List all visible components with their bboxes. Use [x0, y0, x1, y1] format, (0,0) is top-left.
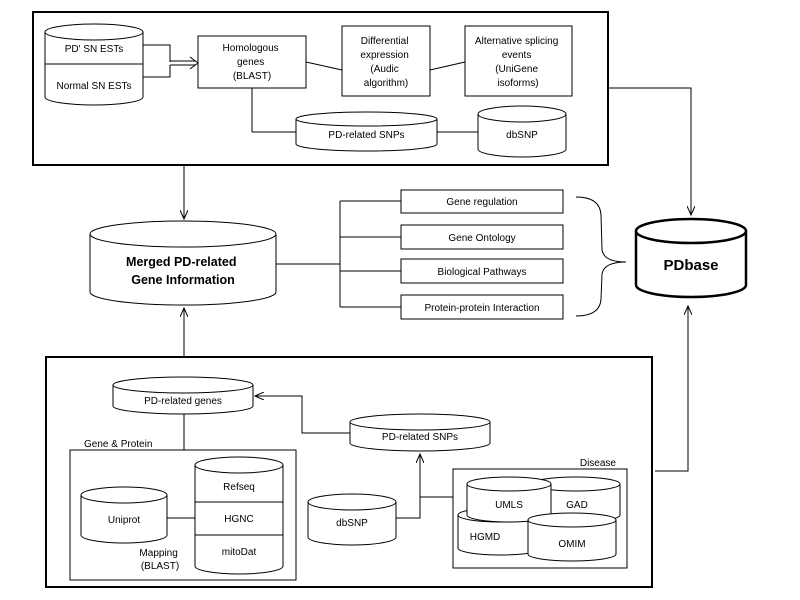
- differential-expression-label: Differential expression (Audic algorithm…: [360, 36, 411, 89]
- splicing-line-3: (UniGene: [495, 64, 538, 75]
- gene-ontology-box: [400, 224, 564, 250]
- differential-line-3: (Audic: [370, 64, 398, 75]
- splicing-line-1: Alternative splicing: [475, 36, 558, 47]
- disease-title: Disease: [580, 458, 617, 469]
- gene-regulation-label: Gene regulation: [446, 197, 517, 208]
- top-dbsnp-cylinder: [477, 105, 567, 158]
- top-pd-snps-cylinder: [295, 111, 438, 152]
- est-connectors: [143, 44, 199, 78]
- uniprot-cylinder: [80, 486, 168, 544]
- hgmd-label: HGMD: [470, 532, 501, 543]
- omim-cylinder: [527, 512, 617, 562]
- differential-expression-box: [341, 25, 431, 97]
- pd-sn-ests-label: PD' SN ESTs: [65, 44, 124, 55]
- alternative-splicing-box: [464, 25, 573, 97]
- bottom-panel: [45, 356, 653, 588]
- est-database-cylinder: [44, 23, 144, 106]
- bottom-pd-snps-label: PD-related SNPs: [382, 432, 458, 443]
- top-box-connectors: [251, 61, 478, 133]
- gene-regulation-box: [400, 189, 564, 214]
- biological-pathways-label: Biological Pathways: [438, 267, 527, 278]
- homologous-genes-label: Homologous genes (BLAST): [223, 43, 282, 82]
- pdbase-input-arrows: [608, 87, 691, 472]
- gene-protein-group: [69, 449, 297, 581]
- protein-interaction-box: [400, 294, 564, 320]
- homologous-genes-box: [197, 35, 307, 89]
- mapping-line-1: Mapping: [139, 548, 177, 559]
- differential-line-4: algorithm): [364, 78, 408, 89]
- snps-to-genes-arrow: [255, 396, 350, 434]
- annotations-curly-brace: [575, 196, 627, 317]
- mitodat-label: mitoDat: [222, 547, 257, 558]
- homologous-line-1: Homologous: [223, 43, 279, 54]
- umls-label: UMLS: [495, 500, 523, 511]
- merged-line-2: Gene Information: [131, 273, 234, 287]
- splicing-line-4: isoforms): [497, 78, 538, 89]
- mapping-label: Mapping (BLAST): [139, 548, 180, 572]
- splicing-line-2: events: [502, 50, 531, 61]
- pdbase-label: PDbase: [663, 257, 718, 274]
- alternative-splicing-label: Alternative splicing events (UniGene iso…: [475, 36, 561, 89]
- omim-label: OMIM: [558, 539, 585, 550]
- bottom-pd-snps-cylinder: [349, 413, 491, 452]
- pdbase-cylinder: [634, 217, 748, 299]
- normal-sn-ests-label: Normal SN ESTs: [56, 81, 131, 92]
- top-pd-snps-label: PD-related SNPs: [328, 130, 404, 141]
- uniprot-label: Uniprot: [108, 515, 140, 526]
- refseq-label: Refseq: [223, 482, 255, 493]
- gene-protein-title: Gene & Protein: [84, 439, 152, 450]
- hgnc-label: HGNC: [224, 514, 253, 525]
- annotation-bracket-connectors: [276, 200, 401, 308]
- bottom-dbsnp-cylinder: [307, 493, 397, 546]
- top-dbsnp-label: dbSNP: [506, 130, 538, 141]
- refseq-hgnc-mitodat-cylinder: [194, 456, 284, 575]
- merged-gene-info-label: Merged PD-related Gene Information: [126, 255, 240, 287]
- bottom-dbsnp-label: dbSNP: [336, 518, 368, 529]
- protein-interaction-label: Protein-protein Interaction: [424, 303, 539, 314]
- differential-line-1: Differential: [361, 36, 409, 47]
- merged-line-1: Merged PD-related: [126, 255, 236, 269]
- disease-group: [452, 468, 628, 569]
- homologous-line-3: (BLAST): [233, 71, 271, 82]
- merged-gene-info-cylinder: [89, 220, 277, 306]
- dbsnp-disease-to-snps-arrows: [396, 454, 453, 519]
- mapping-line-2: (BLAST): [141, 561, 179, 572]
- gene-ontology-label: Gene Ontology: [448, 233, 515, 244]
- gad-label: GAD: [566, 500, 588, 511]
- pd-genes-label: PD-related genes: [144, 396, 222, 407]
- differential-line-2: expression: [360, 50, 408, 61]
- homologous-line-2: genes: [237, 57, 264, 68]
- biological-pathways-box: [400, 258, 564, 284]
- pd-genes-cylinder: [112, 376, 254, 415]
